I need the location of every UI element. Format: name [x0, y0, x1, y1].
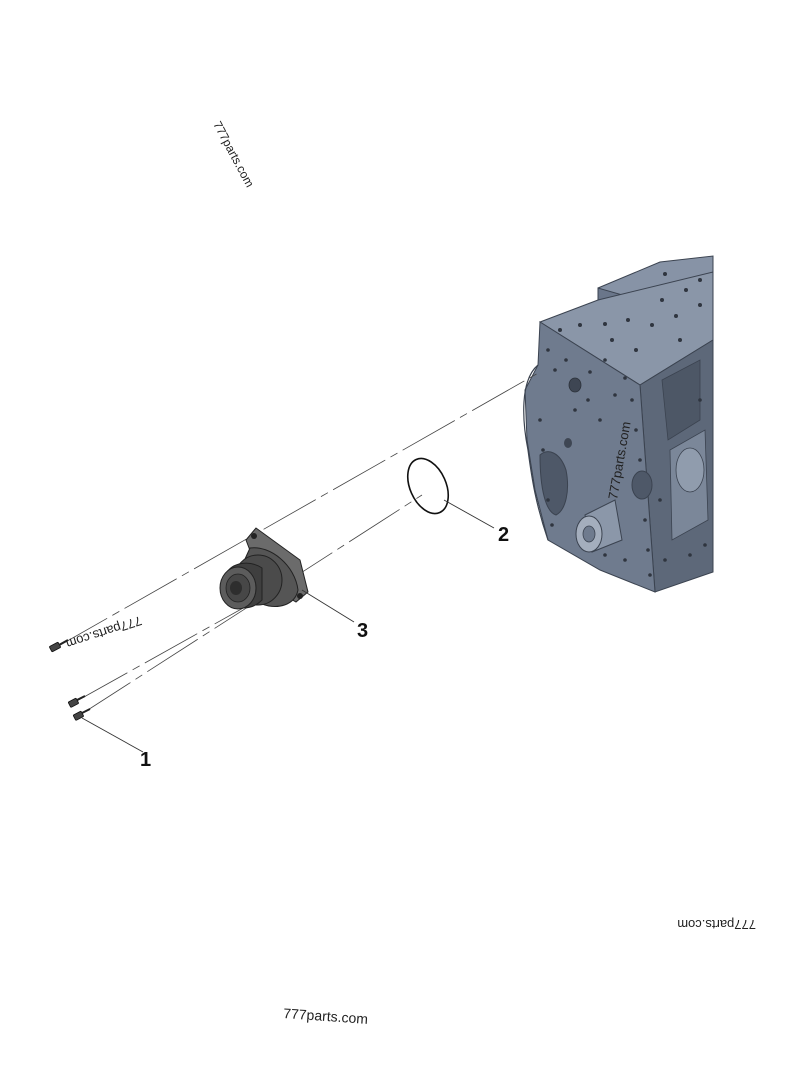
center-lines	[54, 371, 541, 716]
leader-lines	[81, 499, 495, 753]
capscrew-mid	[68, 695, 86, 708]
engine-block	[523, 255, 714, 593]
capscrew-low	[73, 708, 91, 721]
water-pump	[219, 527, 309, 610]
capscrews	[49, 639, 91, 721]
watermark-left: 777parts.com	[64, 613, 144, 652]
watermark-top: 777parts.com	[210, 119, 256, 190]
callout-2: 2	[498, 524, 509, 546]
capscrew-top	[49, 639, 69, 653]
callout-3: 3	[357, 620, 368, 642]
watermark-right: 777parts.com	[677, 917, 756, 932]
o-ring	[406, 457, 450, 515]
watermark-bottom: 777parts.com	[283, 1005, 369, 1027]
callout-1: 1	[140, 749, 151, 771]
